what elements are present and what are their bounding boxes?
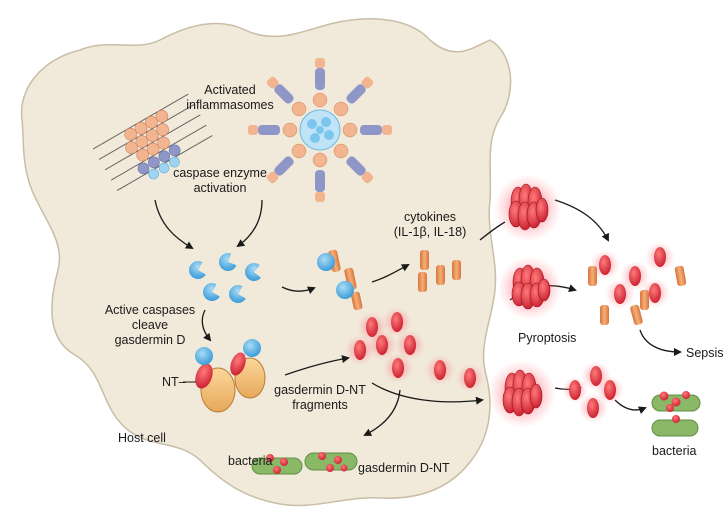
inflammasome-stack-icon	[92, 93, 213, 192]
arrow-to-cytokines	[371, 264, 410, 283]
arrow-to-caspases-left	[154, 199, 194, 250]
label-line: Active caspases	[104, 303, 196, 317]
arrow-to-bacteria-outside	[614, 399, 647, 414]
arrow-to-sepsis	[639, 329, 682, 356]
arrow-to-caspases-right	[236, 199, 263, 248]
label-line: gasdermin D	[114, 333, 186, 347]
label-line: cleave	[131, 318, 169, 332]
label-line: inflammasomes	[186, 98, 274, 112]
gasdermin-fragments-group	[345, 307, 455, 385]
inflammasome-wheel-icon	[248, 58, 392, 202]
gasdermin-d-protein	[230, 339, 266, 399]
released-fragments-group	[562, 361, 624, 423]
caspase-icon	[229, 285, 246, 303]
label-line: (IL-1β, IL-18)	[393, 225, 467, 239]
pyroptosis-label: Pyroptosis	[518, 331, 577, 345]
gasdermin-pore-top	[494, 174, 562, 242]
gasdermin-pore-bottom	[488, 360, 556, 428]
released-contents-group	[588, 242, 687, 326]
nt-label: NT–	[162, 375, 186, 389]
arrow-to-fragments	[284, 355, 350, 376]
caspase-cleaving-cytokines	[317, 249, 363, 311]
bacteria-inside-label: bacteria	[228, 454, 273, 468]
caspase-icon	[245, 263, 261, 281]
gasdermin-fragments-label: gasdermin D-NT fragments	[265, 383, 375, 413]
gasdermin-dnt-label: gasdermin D-NT	[358, 461, 450, 475]
gasdermin-fragment-icon	[456, 364, 484, 392]
label-line: gasdermin D-NT	[274, 383, 366, 397]
activated-inflammasomes-label: Activated inflammasomes	[180, 83, 280, 113]
caspase-activation-label: caspase enzyme activation	[160, 166, 280, 196]
arrow-caspase-down	[201, 309, 212, 342]
label-line: fragments	[292, 398, 348, 412]
gasdermin-d-protein	[195, 347, 236, 413]
bacteria-outside-icon	[651, 391, 701, 437]
label-line: Activated	[204, 83, 256, 97]
label-line: activation	[193, 181, 247, 195]
caspase-icon	[219, 253, 237, 271]
cytokines-group	[418, 250, 461, 292]
gasdermin-pore-middle	[498, 256, 562, 320]
host-cell-label: Host cell	[118, 431, 166, 445]
label-line: cytokines	[403, 210, 457, 224]
cytokines-label: cytokines (IL-1β, IL-18)	[375, 210, 485, 240]
arrow-caspases-to-cleave	[281, 286, 316, 294]
bacteria-inside-icon	[251, 452, 358, 475]
active-caspases-label: Active caspases cleave gasdermin D	[90, 303, 210, 348]
sepsis-label: Sepsis	[686, 346, 724, 360]
caspase-icon	[189, 261, 206, 279]
arrow-pore-out-top	[554, 199, 609, 242]
active-caspases-group	[189, 253, 261, 303]
label-line: caspase enzyme	[173, 166, 267, 180]
arrow-fragments-to-pore	[371, 382, 484, 405]
caspase-icon	[203, 283, 220, 301]
bacteria-outside-label: bacteria	[652, 444, 697, 458]
